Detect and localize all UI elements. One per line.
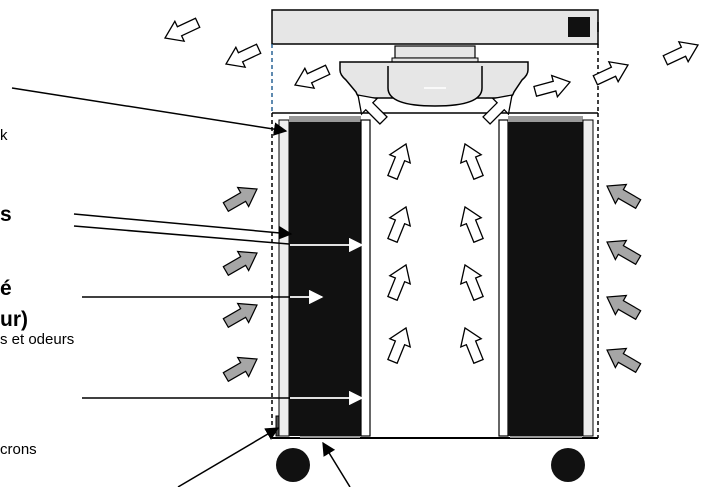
white-airflow-arrow-icon [381, 260, 417, 304]
top-housing [271, 9, 599, 45]
right-intake-arrows [600, 175, 645, 379]
gray-intake-arrow-icon [219, 294, 264, 334]
label-fragment-s: s [0, 203, 12, 226]
label-fragment-ur: ur) [0, 308, 28, 331]
wheel-icon [551, 448, 585, 482]
white-airflow-arrow-icon [381, 323, 417, 367]
white-airflow-arrow-icon [454, 260, 490, 304]
gray-intake-arrow-icon [600, 231, 645, 271]
gray-intake-arrow-icon [219, 348, 264, 388]
right-filter-column [498, 116, 594, 437]
wheel-icon [276, 448, 310, 482]
left-prefilter [278, 119, 290, 437]
internal-pointer-arrows [290, 237, 364, 406]
label-fragment-odeurs: s et odeurs [0, 331, 75, 348]
gray-intake-arrow-icon [219, 178, 264, 218]
right-prefilter [582, 119, 594, 437]
white-outlet-arrow-icon [289, 59, 333, 96]
label-fragment-k: k [0, 127, 8, 144]
left-carbon-filter [289, 120, 361, 436]
gray-intake-arrow-icon [600, 175, 645, 215]
fan-unit-icon [339, 45, 529, 107]
gray-intake-arrow-icon [600, 286, 645, 326]
leader-line-s2 [73, 225, 290, 245]
right-inner-mesh [498, 119, 509, 437]
white-airflow-arrow-icon [381, 202, 417, 246]
label-fragment-crons: crons [0, 441, 37, 458]
gray-intake-arrow-icon [600, 339, 645, 379]
left-filter-column [278, 116, 371, 437]
white-outlet-arrow-icon [220, 38, 264, 75]
leader-lines [11, 87, 351, 488]
leader-line-top [11, 87, 288, 136]
label-fragment-e: é [0, 277, 12, 300]
white-airflow-arrow-icon [454, 323, 490, 367]
leader-line-s1 [73, 213, 293, 240]
left-inner-mesh [360, 119, 371, 437]
leader-line-seal [322, 441, 351, 488]
control-panel-icon [568, 17, 590, 37]
internal-airflow-arrows [349, 86, 521, 367]
white-outlet-arrow-icon [159, 12, 203, 49]
left-intake-arrows [219, 178, 264, 388]
gray-intake-arrow-icon [219, 242, 264, 282]
white-airflow-arrow-icon [454, 202, 490, 246]
leader-line-prefilter [177, 427, 280, 488]
white-outlet-arrow-icon [531, 70, 574, 103]
white-airflow-arrow-icon [381, 139, 417, 183]
white-airflow-arrow-icon [454, 139, 490, 183]
white-outlet-arrow-icon [660, 34, 704, 71]
white-outlet-arrow-icon [590, 54, 634, 91]
right-carbon-filter [508, 120, 583, 436]
